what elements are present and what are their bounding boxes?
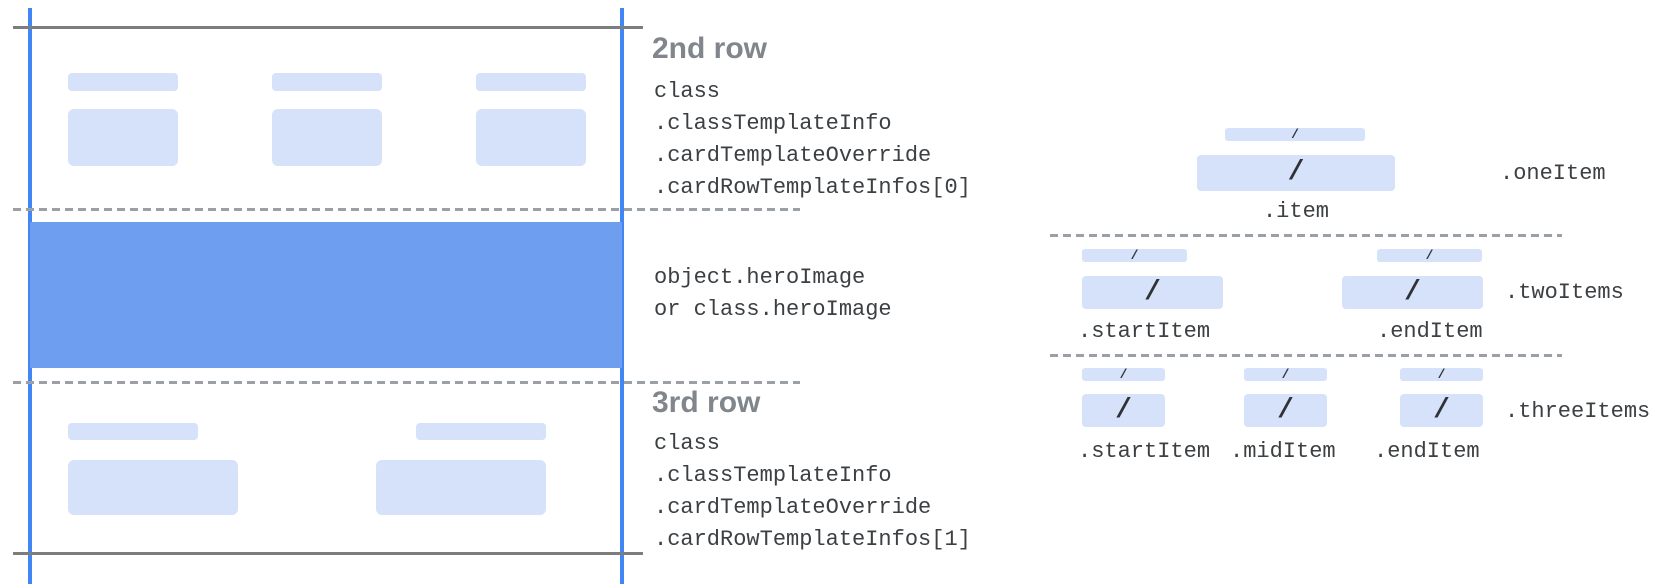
row2-col3-value-block xyxy=(476,109,586,166)
row3-code-line: .cardTemplateOverride xyxy=(654,495,932,520)
twoitems-row-label: .twoItems xyxy=(1505,280,1624,305)
row3-code-line: .cardRowTemplateInfos[1] xyxy=(654,527,971,552)
slash-placeholder-icon: / xyxy=(1437,367,1446,382)
row2-code-line: .cardTemplateOverride xyxy=(654,143,932,168)
slash-placeholder-icon: / xyxy=(1119,367,1128,382)
threeitems-mid-label-bar: / xyxy=(1244,368,1327,381)
row3-col2-label-bar xyxy=(416,423,546,440)
row3-title: 3rd row xyxy=(652,386,761,419)
hero-code-line: object.heroImage xyxy=(654,265,866,290)
row3-col2-value-block xyxy=(376,460,546,515)
row2-title: 2nd row xyxy=(652,32,768,65)
threeitems-end-value-bar: / xyxy=(1400,394,1483,427)
row3-col1-value-block xyxy=(68,460,238,515)
slash-placeholder-icon: / xyxy=(1277,394,1294,426)
slash-placeholder-icon: / xyxy=(1281,367,1290,382)
threeitems-mid-label: .midItem xyxy=(1230,439,1336,464)
row2-code-line: .cardRowTemplateInfos[0] xyxy=(654,175,971,200)
hero-code-line: or class.heroImage xyxy=(654,297,892,322)
hero-image-band xyxy=(30,222,622,368)
twoitems-end-label-bar: / xyxy=(1377,249,1482,262)
threeitems-row-label: .threeItems xyxy=(1505,399,1651,424)
oneitem-twoitems-dashed-divider xyxy=(1050,234,1562,237)
oneitem-item-label-bar: / xyxy=(1225,128,1365,141)
slash-placeholder-icon: / xyxy=(1404,276,1421,308)
oneitem-row-label: .oneItem xyxy=(1500,161,1606,186)
twoitems-start-label: .startItem xyxy=(1078,319,1211,344)
threeitems-start-label: .startItem xyxy=(1078,439,1211,464)
twoitems-threeitems-dashed-divider xyxy=(1050,354,1562,357)
row3-code-line: class xyxy=(654,431,721,456)
row2-col1-label-bar xyxy=(68,73,178,91)
twoitems-end-label: .endItem xyxy=(1377,319,1483,344)
row2-separator-dashed-line xyxy=(13,208,800,211)
threeitems-end-label-bar: / xyxy=(1400,368,1483,381)
card-bottom-boundary-line xyxy=(13,552,643,555)
slash-placeholder-icon: / xyxy=(1425,248,1434,263)
row2-code-line: .classTemplateInfo xyxy=(654,111,892,136)
row2-code-line: class xyxy=(654,79,721,104)
oneitem-item-label: .item xyxy=(1262,199,1329,224)
slash-placeholder-icon: / xyxy=(1130,248,1139,263)
card-right-edge-guide xyxy=(620,8,624,584)
row2-col2-value-block xyxy=(272,109,382,166)
slash-placeholder-icon: / xyxy=(1287,157,1305,188)
twoitems-end-value-bar: / xyxy=(1342,276,1483,309)
threeitems-start-value-bar: / xyxy=(1082,394,1165,427)
twoitems-start-value-bar: / xyxy=(1082,276,1223,309)
slash-placeholder-icon: / xyxy=(1144,276,1161,308)
hero-separator-dashed-line xyxy=(13,381,800,384)
row2-col2-label-bar xyxy=(272,73,382,91)
row3-col1-label-bar xyxy=(68,423,198,440)
slash-placeholder-icon: / xyxy=(1291,127,1299,142)
threeitems-start-label-bar: / xyxy=(1082,368,1165,381)
oneitem-item-value-bar: / xyxy=(1197,155,1395,191)
slash-placeholder-icon: / xyxy=(1433,394,1450,426)
threeitems-mid-value-bar: / xyxy=(1244,394,1327,427)
row3-code-line: .classTemplateInfo xyxy=(654,463,892,488)
slash-placeholder-icon: / xyxy=(1115,394,1132,426)
twoitems-start-label-bar: / xyxy=(1082,249,1187,262)
row2-col1-value-block xyxy=(68,109,178,166)
row2-col3-label-bar xyxy=(476,73,586,91)
threeitems-end-label: .endItem xyxy=(1374,439,1480,464)
card-top-boundary-line xyxy=(13,26,643,29)
